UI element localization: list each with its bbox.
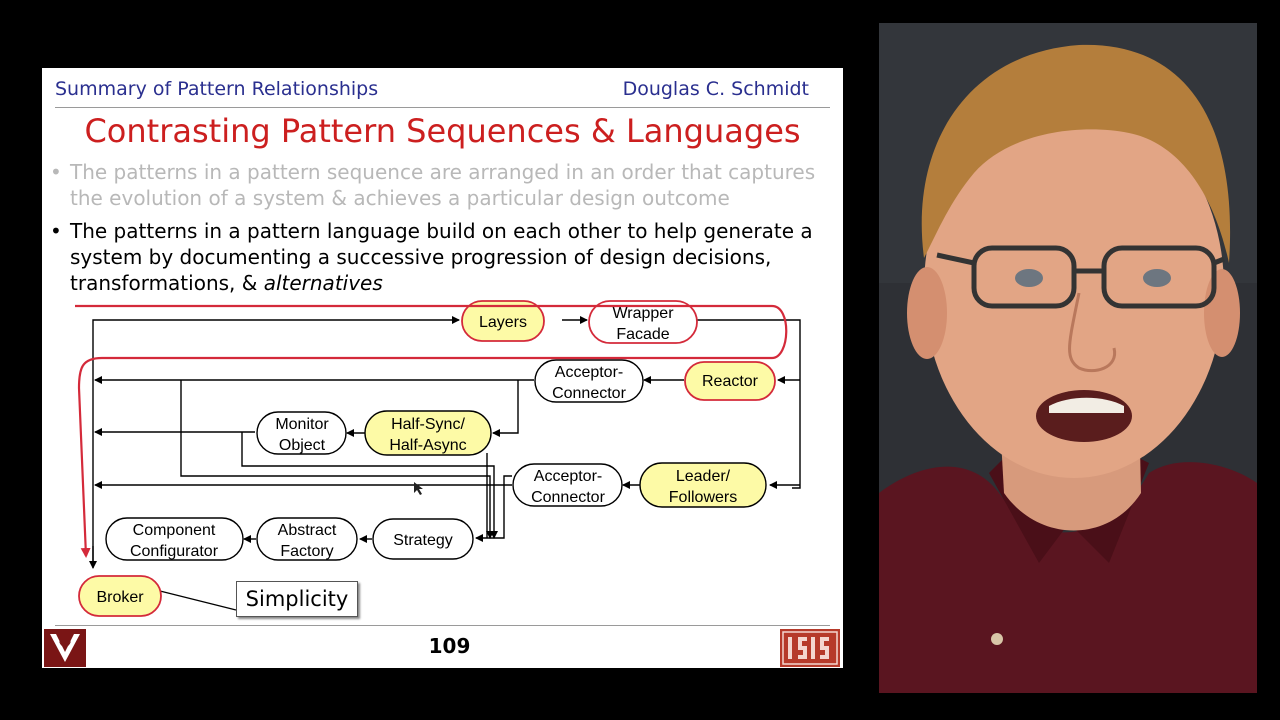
- presentation-slide: Summary of Pattern Relationships Douglas…: [42, 68, 843, 668]
- svg-text:Reactor: Reactor: [702, 373, 759, 390]
- edge-monitor-bus: [241, 432, 498, 539]
- pattern-language-diagram: Layers Wrapper Facade Acceptor- Connecto…: [75, 300, 801, 617]
- node-wrapper-facade: Wrapper Facade: [588, 300, 698, 344]
- edge-left-spine-to-layers: [92, 316, 460, 566]
- svg-text:Configurator: Configurator: [130, 543, 219, 560]
- edge-left-bus-down: [180, 380, 494, 539]
- bullet-active: • The patterns in a pattern language bui…: [50, 218, 820, 296]
- speaker-ear-left: [907, 267, 947, 359]
- bullet-marker: •: [50, 219, 62, 243]
- node-monitor-object: Monitor Object: [256, 411, 347, 455]
- svg-text:Component: Component: [133, 522, 216, 539]
- svg-text:Layers: Layers: [479, 314, 527, 331]
- node-strategy: Strategy: [372, 518, 474, 560]
- svg-text:Leader/: Leader/: [676, 468, 731, 485]
- node-component-configurator: Component Configurator: [105, 517, 244, 561]
- node-layers: Layers: [461, 300, 545, 342]
- bullet-text-main: The patterns in a pattern language build…: [70, 219, 813, 295]
- mouse-cursor-icon: [414, 482, 423, 495]
- bullet-text: The patterns in a pattern language build…: [70, 218, 820, 296]
- speaker-hair: [921, 44, 1231, 264]
- svg-text:Object: Object: [279, 437, 326, 454]
- node-broker: Broker: [78, 575, 162, 617]
- bullet-dimmed: • The patterns in a pattern sequence are…: [50, 159, 820, 211]
- svg-text:Followers: Followers: [669, 489, 737, 506]
- slide-header-topic: Summary of Pattern Relationships: [55, 78, 379, 100]
- speaker-ear-right: [1204, 269, 1240, 357]
- header-divider: [55, 107, 830, 108]
- svg-text:Acceptor-: Acceptor-: [534, 468, 602, 485]
- speaker-nose: [1068, 292, 1117, 373]
- svg-text:Connector: Connector: [552, 385, 626, 402]
- footer-divider: [55, 625, 830, 626]
- sequence-highlight-line: [75, 304, 788, 558]
- speaker-shirt: [879, 462, 1257, 693]
- node-acceptor-connector-mid: Acceptor- Connector: [512, 463, 623, 507]
- speaker-video: [879, 23, 1257, 693]
- edge-acceptor-mid-to-strategy: [475, 475, 512, 542]
- svg-text:Half-Sync/: Half-Sync/: [391, 416, 465, 433]
- bullet-text-emphasis: alternatives: [263, 271, 383, 295]
- svg-text:Strategy: Strategy: [393, 532, 453, 549]
- svg-text:Broker: Broker: [96, 589, 144, 606]
- svg-text:Wrapper: Wrapper: [612, 305, 674, 322]
- bullet-text: The patterns in a pattern sequence are a…: [70, 160, 816, 210]
- edge-broker-to-callout: [159, 590, 237, 611]
- connector-lines: [89, 316, 801, 611]
- vanderbilt-logo: [44, 629, 86, 667]
- svg-text:Acceptor-: Acceptor-: [555, 364, 623, 381]
- bullet-marker: •: [50, 160, 62, 184]
- edge-acceptor-to-halfsync: [492, 380, 519, 437]
- slide-header-author: Douglas C. Schmidt: [622, 78, 809, 100]
- svg-text:Factory: Factory: [280, 543, 333, 560]
- svg-text:Connector: Connector: [531, 489, 605, 506]
- node-half-sync-half-async: Half-Sync/ Half-Async: [364, 410, 492, 456]
- svg-text:Abstract: Abstract: [278, 522, 337, 539]
- node-leader-followers: Leader/ Followers: [639, 462, 767, 508]
- page-number: 109: [428, 634, 471, 658]
- simplicity-callout: Simplicity: [236, 581, 358, 617]
- glasses-icon: [936, 245, 1225, 309]
- node-abstract-factory: Abstract Factory: [256, 517, 358, 561]
- edge-wrapper-right-trunk: [696, 319, 801, 489]
- slide-title: Contrasting Pattern Sequences & Language…: [84, 112, 801, 150]
- node-reactor: Reactor: [684, 361, 776, 401]
- svg-text:Monitor: Monitor: [275, 416, 329, 433]
- isis-logo: [780, 629, 840, 667]
- svg-text:Facade: Facade: [616, 326, 669, 343]
- svg-text:Half-Async: Half-Async: [389, 437, 466, 454]
- node-acceptor-connector-top: Acceptor- Connector: [534, 359, 644, 403]
